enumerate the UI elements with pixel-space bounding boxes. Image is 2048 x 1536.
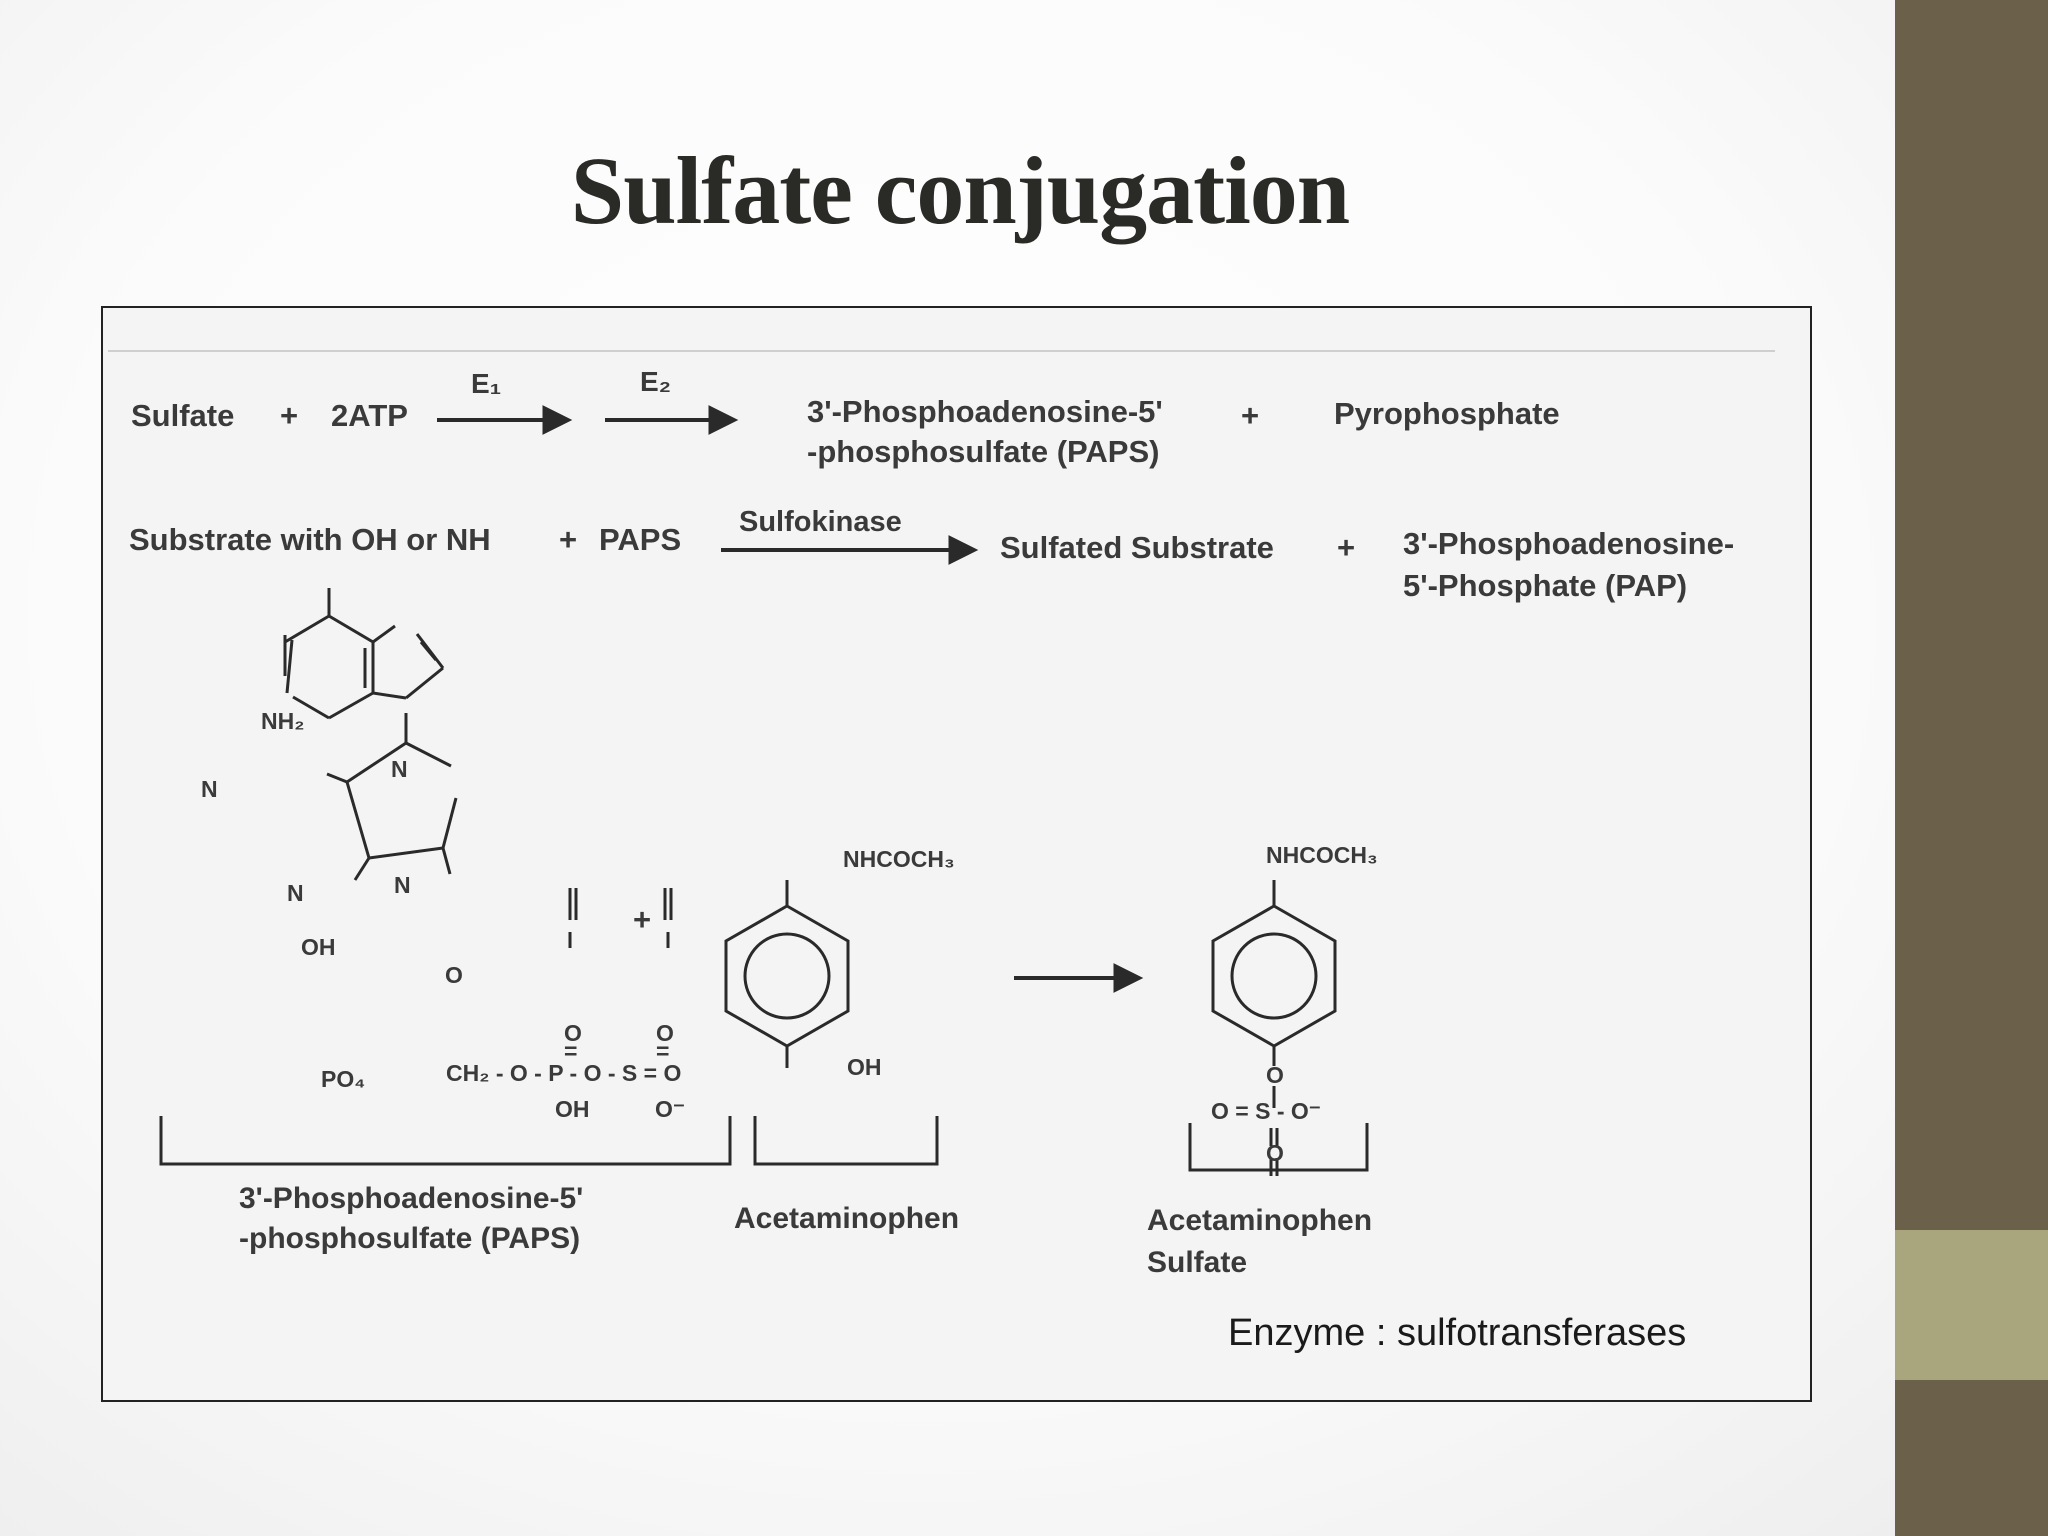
reaction2-pap-line2: 5'-Phosphate (PAP) bbox=[1403, 568, 1688, 603]
paps-sulfate-top-o: O bbox=[656, 1020, 674, 1046]
paps-phosphate-top-bond: = bbox=[564, 1038, 578, 1064]
caption-brackets bbox=[159, 1116, 1369, 1172]
reaction1-atp: 2ATP bbox=[331, 398, 408, 433]
paps-atom-n3: N bbox=[287, 880, 304, 906]
reaction2-plus2: + bbox=[1337, 530, 1356, 565]
side-decor-accent bbox=[1895, 1230, 2048, 1380]
paps-sulfate-o-minus: O⁻ bbox=[655, 1096, 686, 1122]
reaction2-sulfated-substrate: Sulfated Substrate bbox=[1000, 530, 1274, 565]
reaction1-sulfate: Sulfate bbox=[131, 398, 235, 433]
caption-acetaminophen-sulfate-line2: Sulfate bbox=[1147, 1246, 1248, 1279]
reaction1-plus2: + bbox=[1241, 398, 1260, 433]
reaction1-enzyme-e1: E₁ bbox=[471, 368, 502, 399]
paps-chain: CH₂ - O - P - O - S = O bbox=[446, 1060, 682, 1086]
paps-sulfate-top-bond: = bbox=[656, 1038, 670, 1064]
reaction2-enzyme-sulfokinase: Sulfokinase bbox=[739, 506, 902, 538]
acetaminophen-oh: OH bbox=[847, 1054, 882, 1080]
structures-plus: + bbox=[633, 902, 652, 937]
caption-acetaminophen: Acetaminophen bbox=[734, 1202, 960, 1235]
reaction1-paps-line1: 3'-Phosphoadenosine-5' bbox=[807, 394, 1163, 429]
paps-atom-n9: N bbox=[394, 872, 411, 898]
reaction2-plus: + bbox=[559, 522, 578, 557]
acetaminophen-sulfate-link-o: O bbox=[1266, 1062, 1284, 1088]
paps-atom-nh2: NH₂ bbox=[261, 708, 305, 734]
reaction1-plus: + bbox=[280, 398, 299, 433]
reaction2-paps: PAPS bbox=[599, 522, 682, 557]
paps-atom-oh: OH bbox=[301, 934, 336, 960]
acetaminophen-ring bbox=[724, 880, 850, 1068]
paps-atom-n1: N bbox=[201, 776, 218, 802]
paps-atom-n7: N bbox=[391, 756, 408, 782]
enzyme-note: Enzyme : sulfotransferases bbox=[1228, 1312, 1687, 1354]
acetaminophen-sulfate-bottom-o: O bbox=[1266, 1140, 1284, 1166]
acetaminophen-sulfate-group: O = S - O⁻ bbox=[1211, 1098, 1321, 1124]
slide-title: Sulfate conjugation bbox=[570, 137, 1350, 244]
reaction1-pyrophosphate: Pyrophosphate bbox=[1334, 396, 1560, 431]
reaction2-pap-line1: 3'-Phosphoadenosine- bbox=[1403, 526, 1735, 561]
reaction-figure: Sulfate + 2ATP E₁ E₂ 3'-Phosphoadenosine… bbox=[101, 306, 1812, 1402]
caption-paps-line2: -phosphosulfate (PAPS) bbox=[239, 1222, 581, 1255]
paps-atom-ring-o: O bbox=[445, 962, 463, 988]
caption-acetaminophen-sulfate-line1: Acetaminophen bbox=[1147, 1204, 1373, 1237]
caption-paps-line1: 3'-Phosphoadenosine-5' bbox=[239, 1182, 584, 1215]
acetaminophen-sulfate-nhcoch3: NHCOCH₃ bbox=[1266, 842, 1378, 868]
acetaminophen-sulfate-ring bbox=[1211, 880, 1337, 1176]
paps-atom-po4: PO₄ bbox=[321, 1066, 366, 1092]
paps-phosphate-oh: OH bbox=[555, 1096, 590, 1122]
paps-structure bbox=[283, 588, 673, 948]
figure-graphics bbox=[108, 350, 1775, 1176]
reaction2-substrate: Substrate with OH or NH bbox=[129, 522, 491, 557]
acetaminophen-nhcoch3: NHCOCH₃ bbox=[843, 846, 955, 872]
reaction1-paps-line2: -phosphosulfate (PAPS) bbox=[807, 434, 1160, 469]
paps-phosphate-top-o: O bbox=[564, 1020, 582, 1046]
reaction1-enzyme-e2: E₂ bbox=[640, 366, 672, 397]
